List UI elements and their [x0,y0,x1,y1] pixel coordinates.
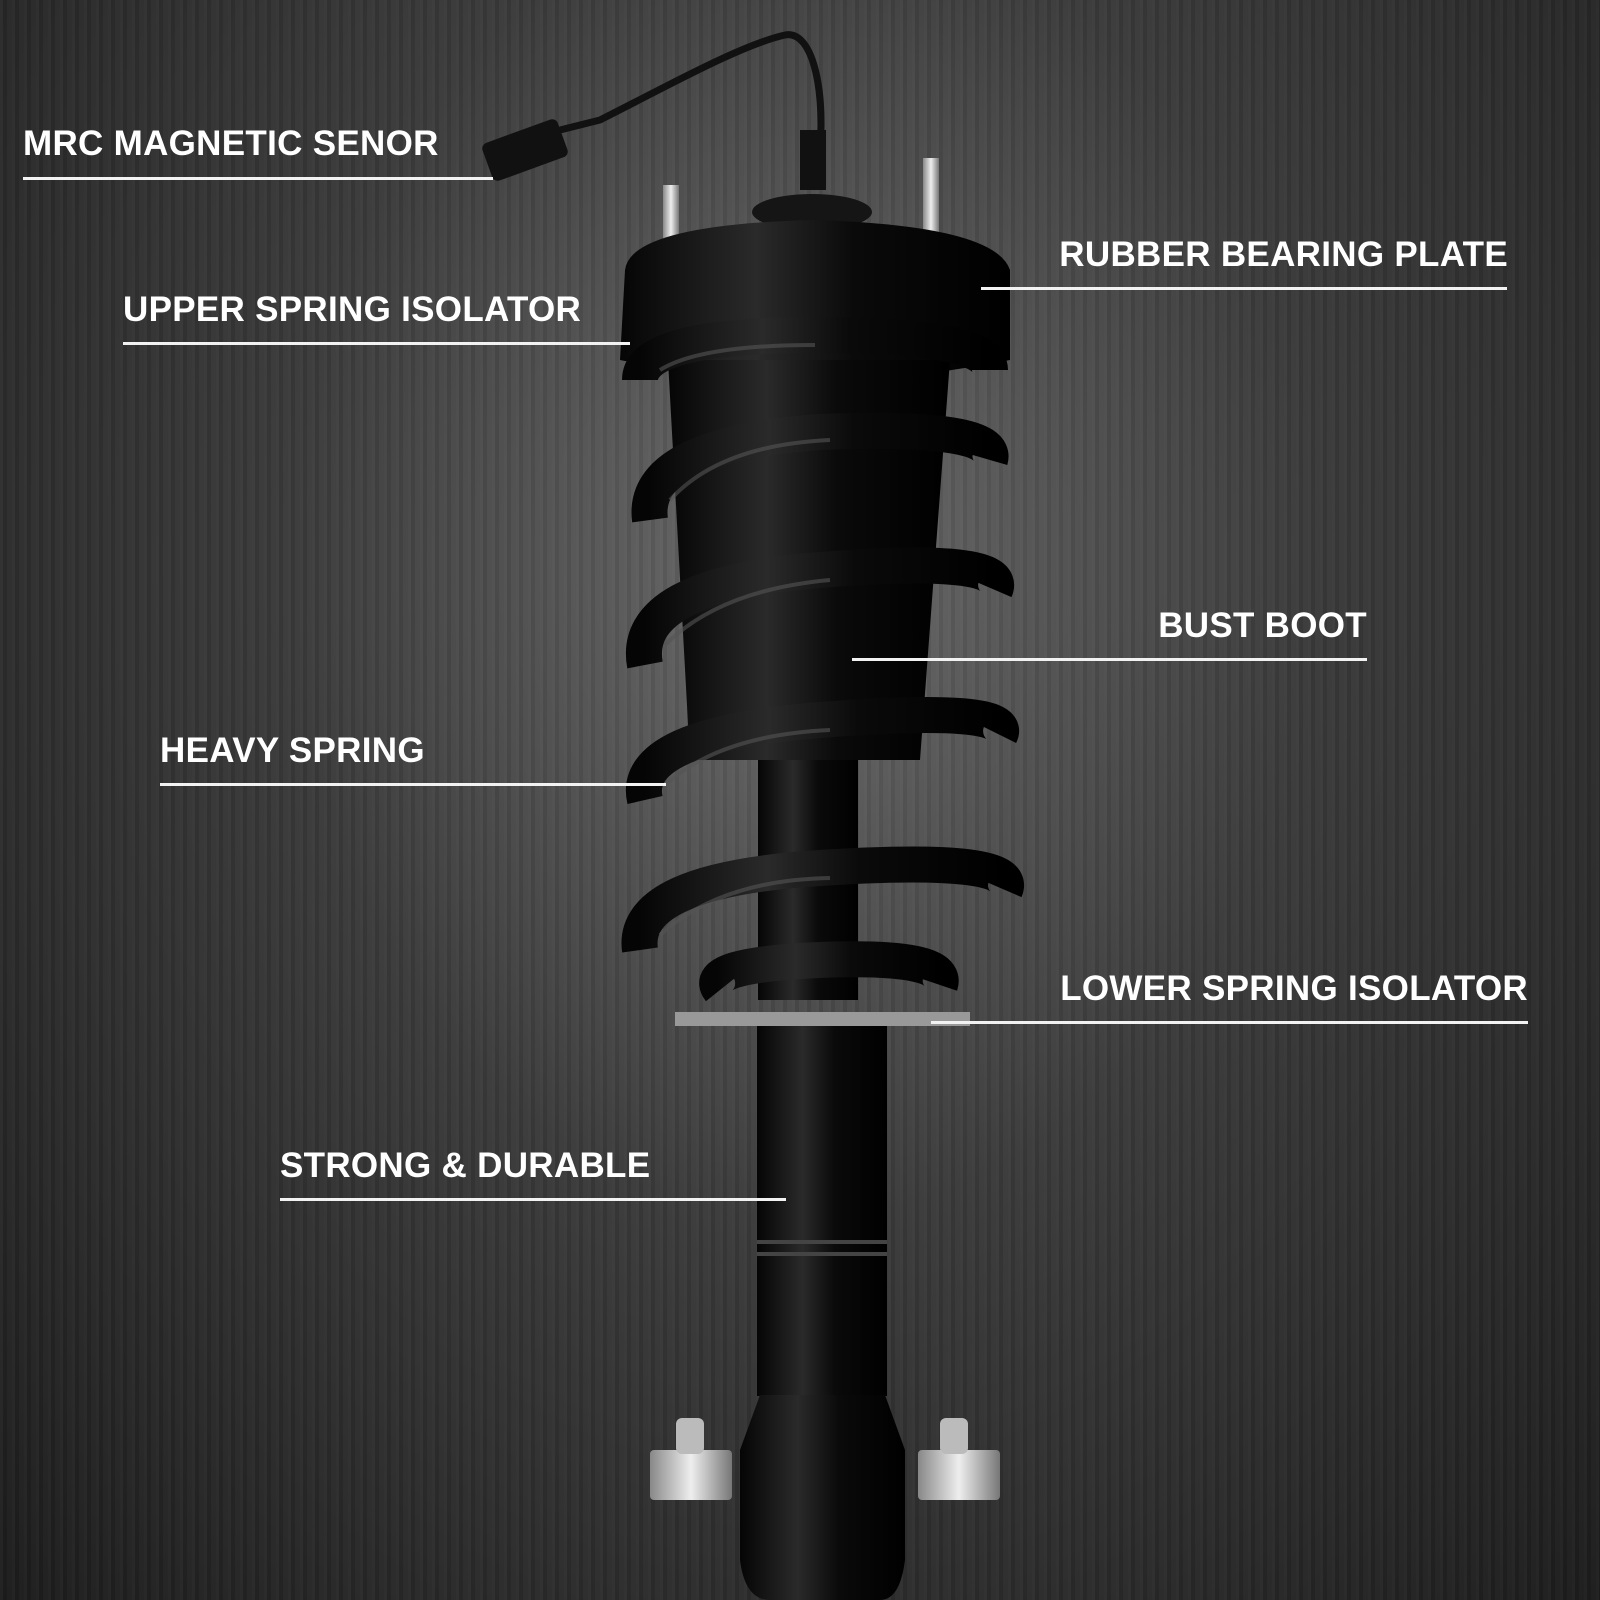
leader-line-mrc-sensor [23,177,493,180]
leader-line-lower-spring-isolator [931,1021,1528,1024]
sensor-cable [559,31,825,151]
sensor-connector [482,119,568,181]
bracket-right [918,1450,1000,1500]
leader-line-heavy-spring [160,783,666,786]
label-upper-spring-isolator: UPPER SPRING ISOLATOR [123,290,582,329]
stud-right [923,158,939,238]
label-rubber-bearing-plate: RUBBER BEARING PLATE [1059,235,1508,274]
bracket-left [650,1450,732,1500]
leader-line-rubber-bearing-plate [981,287,1507,290]
shock-body [757,1026,887,1396]
label-strong-durable: STRONG & DURABLE [280,1146,651,1185]
label-heavy-spring: HEAVY SPRING [160,731,425,770]
leader-line-upper-spring-isolator [123,342,630,345]
stud-left [663,185,679,250]
lower-spring-isolator [675,1012,970,1026]
label-bust-boot: BUST BOOT [1158,606,1367,645]
label-mrc-sensor: MRC MAGNETIC SENOR [23,124,439,163]
leader-line-bust-boot [852,658,1367,661]
lower-bushing [740,1395,905,1600]
leader-line-strong-durable [280,1198,786,1201]
heavy-spring [621,316,1024,1002]
label-lower-spring-isolator: LOWER SPRING ISOLATOR [1060,969,1528,1008]
